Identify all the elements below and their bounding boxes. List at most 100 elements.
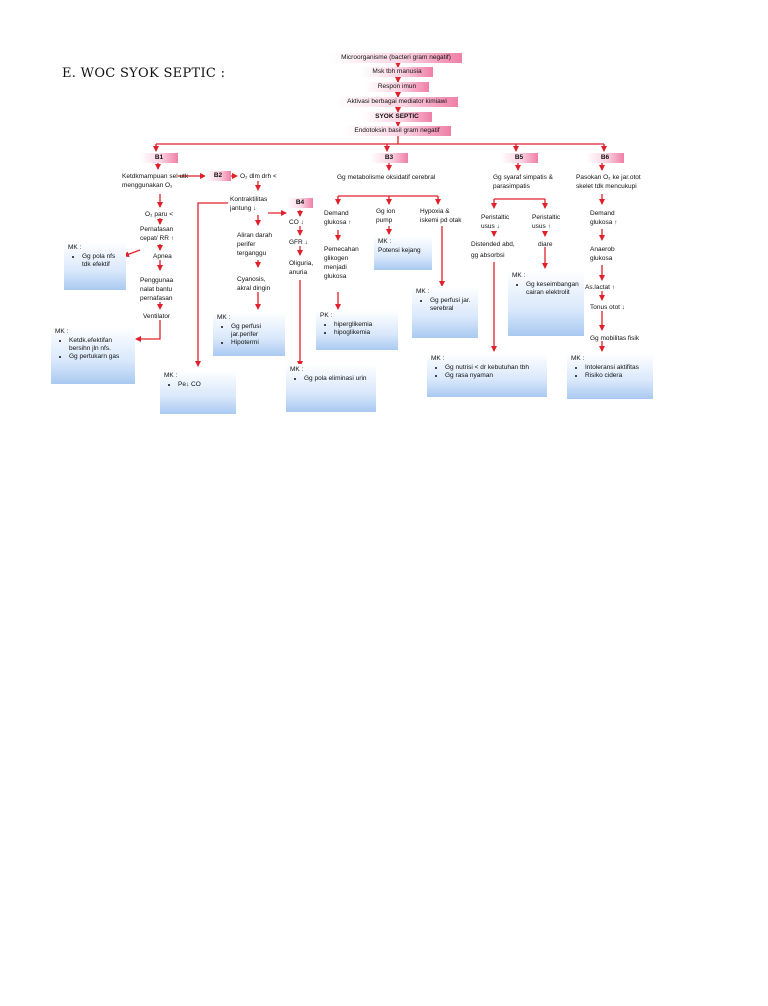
b3-label-metabolisme: Gg metabolisme oksidatif cerebral: [337, 174, 436, 181]
branch-b6: B6: [586, 153, 624, 163]
b2-label-aliran-c: terganggu: [237, 250, 267, 257]
b5-label-peristaltic-up-b: usus ↑: [532, 223, 551, 230]
box-item: Risiko cidera: [585, 372, 649, 380]
box-header: MK :: [217, 314, 231, 321]
b5-label-distended: Distended abd,: [471, 241, 515, 248]
b4-label-gfr: GFR ↓: [289, 239, 308, 246]
box-header: MK :: [164, 372, 178, 379]
b3-label-demand-b: glukosa ↑: [324, 219, 352, 226]
box-item: Gg nutrisi < dr kebutuhan tbh: [445, 364, 543, 372]
b1-label-o2-paru: O₂ paru <: [145, 211, 173, 218]
b2-label-o2-darah: O₂ dlm drh <: [240, 173, 277, 180]
box-mk-eliminasi: MK : Gg pola eliminasi urin: [286, 364, 376, 412]
node-syok-septic: SYOK SEPTIC: [362, 112, 432, 122]
b5-label-peristaltic-down-b: usus ↓: [481, 223, 500, 230]
b5-label-absorbsi: gg absorbsi: [471, 252, 505, 259]
b3-label-pemecahan-b: glikogen: [324, 255, 349, 262]
box-item: Gg perfusi jar. serebral: [430, 297, 474, 313]
b1-label-1b: menggunakan O₂: [122, 182, 173, 189]
b6-label-demand-a: Demand: [590, 210, 615, 217]
b1-label-rr: cepat/ RR ↑: [140, 235, 174, 242]
node-aktivasi-mediator: Aktivasi berbagai mediator kimiawi: [336, 97, 458, 107]
b6-label-pasokan-b: skelet tdk mencukupi: [576, 183, 637, 190]
node-endotoksin: Endotoksin basil gram negatif: [343, 126, 451, 136]
box-mk-aktifitas: MK : Intoleransi aktifitas Risiko cidera: [567, 353, 653, 399]
box-header: MK :: [416, 288, 430, 295]
box-header: MK :: [571, 355, 585, 362]
branch-b1: B1: [140, 153, 178, 163]
node-masuk-tubuh: Msk tbh manusia: [361, 67, 433, 77]
branch-b4: B4: [287, 198, 313, 208]
branch-b3: B3: [370, 153, 408, 163]
box-item: Gg perfusi jar.perifer: [231, 323, 281, 339]
b3-label-hypoxia-b: iskemi pd otak: [420, 217, 462, 224]
box-item: Gg pertukarn gas: [69, 353, 131, 361]
b6-label-anaerob-a: Anaerob: [590, 246, 615, 253]
box-mk-elektrolit: MK : Gg keseimbangan cairan elektrolit: [508, 270, 584, 336]
b1-label-1a: Ketdkmampuan sel utk: [122, 173, 189, 180]
box-mk-perfusi-serebral: MK : Gg perfusi jar. serebral: [412, 286, 478, 338]
box-item: Gg rasa nyaman: [445, 372, 543, 380]
b6-label-anaerob-b: glukosa: [590, 255, 613, 262]
b2-label-kontraktilitas-a: Kontraktilitas: [230, 196, 268, 203]
b1-label-apnea: Apnea: [153, 253, 172, 260]
b4-label-oliguria: Oliguria,: [289, 260, 314, 267]
box-mk-pola-nafas: MK : Gg pola nfs tdk efektif: [64, 242, 126, 290]
box-pk-glikemia: PK : hiperglikemia hipoglikemia: [316, 310, 398, 350]
b6-label-tonus: Tonus otot ↓: [590, 304, 626, 311]
b4-label-anuria: anuria: [289, 269, 308, 276]
box-mk-kejang: MK : Potensi kejang: [374, 236, 432, 270]
box-mk-co: MK : Pe↓ CO: [160, 370, 236, 414]
b5-label-peristaltic-down-a: Peristaltic: [481, 214, 510, 221]
box-header: MK :: [290, 366, 304, 373]
box-header: MK :: [431, 355, 445, 362]
box-header: PK :: [320, 312, 333, 319]
b2-label-aliran-b: perifer: [237, 241, 256, 248]
box-item: Gg pola eliminasi urin: [304, 375, 372, 383]
box-item: hipoglikemia: [334, 329, 394, 337]
box-item: Hipotermi: [231, 339, 281, 347]
b6-label-lactat: As.lactat ↑: [585, 284, 615, 291]
page-title: E. WOC SYOK SEPTIC :: [62, 66, 226, 81]
b1-label-penggunaan-c: pernafasan: [140, 295, 173, 302]
b3-label-pemecahan-a: Pemecahan: [324, 246, 359, 253]
b1-label-penggunaan-b: nalat bantu: [140, 286, 173, 293]
b3-label-ion-b: pump: [376, 217, 393, 224]
box-header: MK :: [378, 238, 392, 245]
box-item: Potensi kejang: [378, 247, 421, 254]
box-item: Pe↓ CO: [178, 381, 232, 389]
b2-label-aliran-a: Aliran darah: [237, 232, 273, 239]
b3-label-pemecahan-d: glukosa: [324, 273, 347, 280]
b4-label-co: CO ↓: [289, 219, 304, 226]
b1-label-penggunaan-a: Penggunaa: [140, 277, 174, 284]
box-item: hiperglikemia: [334, 321, 394, 329]
b3-label-pemecahan-c: menjadi: [324, 264, 347, 271]
b3-label-ion-a: Gg ion: [376, 208, 396, 215]
b5-label-diare: diare: [538, 241, 553, 248]
box-item: Gg pola nfs tdk efektif: [82, 253, 122, 269]
box-item: Intoleransi aktifitas: [585, 364, 649, 372]
b6-label-demand-b: glukosa ↑: [590, 219, 618, 226]
b3-label-demand-a: Demand: [324, 210, 349, 217]
node-microorganisme: Microorganisme (bacteri gram negatif): [330, 53, 462, 63]
b5-label-syaraf-b: parasimpatis: [493, 183, 530, 190]
node-respon-imun: Respon imun: [365, 82, 429, 92]
box-header: MK :: [55, 328, 69, 335]
box-item: Gg keseimbangan cairan elektrolit: [526, 281, 580, 297]
branch-b2: B2: [205, 171, 231, 181]
b2-label-cyanosis-b: akral dingin: [237, 285, 271, 292]
box-header: MK :: [512, 272, 526, 279]
b3-label-hypoxia-a: Hypoxia &: [420, 208, 450, 215]
b6-label-pasokan-a: Pasokan O₂ ke jar.otot: [576, 174, 641, 181]
b5-label-peristaltic-up-a: Peristaltic: [532, 214, 561, 221]
b5-label-syaraf-a: Gg syaraf simpatis &: [493, 174, 553, 181]
box-mk-perfusi-perifer: MK : Gg perfusi jar.perifer Hipotermi: [213, 312, 285, 356]
b1-label-pernafasan: Pernafasan: [140, 226, 174, 233]
b2-label-cyanosis-a: Cyanosis,: [237, 276, 266, 283]
branch-b5: B5: [500, 153, 538, 163]
box-mk-nutrisi: MK : Gg nutrisi < dr kebutuhan tbh Gg ra…: [427, 353, 547, 397]
box-item: Ketdk.efektifan bersihn jln nfs.: [69, 337, 131, 353]
b6-label-mobilitas: Gg mobilitas fisik: [590, 335, 640, 342]
box-header: MK :: [68, 244, 82, 251]
